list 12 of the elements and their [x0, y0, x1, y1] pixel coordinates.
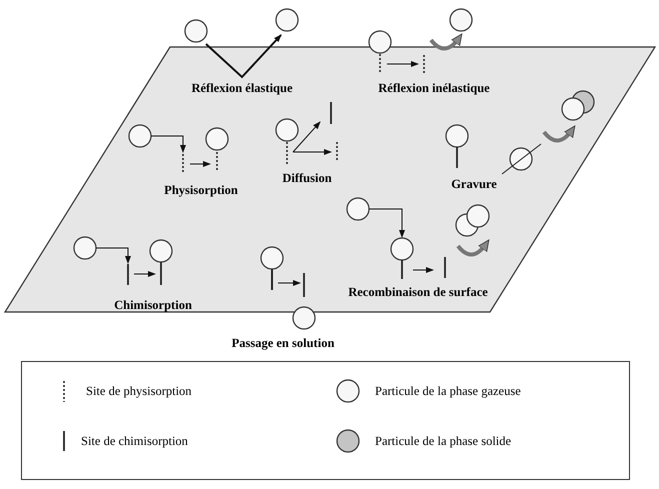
process-label: Gravure	[451, 177, 497, 191]
legend-label: Particule de la phase gazeuse	[375, 384, 521, 398]
process-label: Réflexion élastique	[191, 81, 293, 95]
legend-label: Site de physisorption	[86, 384, 192, 398]
process-label: Physisorption	[164, 183, 238, 197]
legend-label: Site de chimisorption	[81, 434, 188, 448]
process-label: Chimisorption	[114, 298, 192, 312]
process-label: Réflexion inélastique	[378, 81, 490, 95]
process-label: Diffusion	[282, 171, 332, 185]
process-label: Recombinaison de surface	[348, 285, 488, 299]
legend-label: Particule de la phase solide	[375, 434, 512, 448]
process-label: Passage en solution	[232, 336, 334, 350]
